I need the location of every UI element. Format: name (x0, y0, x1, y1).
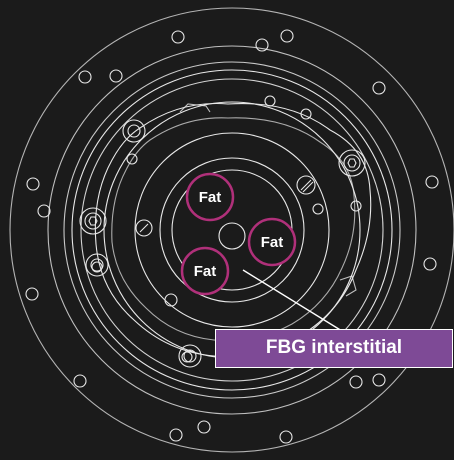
plate-notch-right (339, 275, 357, 297)
socket-screw-left (79, 207, 107, 235)
plate-notch-top (179, 103, 211, 113)
fat-marker-2: Fat (247, 217, 297, 267)
socket-screw-right (338, 149, 366, 177)
fat-marker-3: Fat (180, 246, 230, 296)
hub-screw-bottom-left (164, 293, 178, 307)
fbg-interstitial-callout: FBG interstitial (215, 329, 453, 368)
outer-flange-ring (9, 7, 454, 453)
housing-ring-inner (80, 78, 384, 382)
housing-ring (71, 69, 393, 391)
socket-screw-bottom (178, 344, 202, 368)
callout-leader-line (242, 269, 343, 332)
socket-screw-upper-left (122, 119, 146, 143)
fat-marker-1-label: Fat (199, 189, 222, 206)
fat-marker-2-label: Fat (261, 234, 284, 251)
center-bore (218, 222, 246, 250)
hub-screw-upper-right (296, 175, 316, 195)
housing-mounting-holes (91, 95, 362, 363)
flange-bolt-holes (25, 29, 439, 444)
housing-outer-ring (63, 61, 401, 399)
flange-inner-ring (47, 45, 417, 415)
socket-screw-lower-left (85, 253, 109, 277)
fat-marker-3-label: Fat (194, 263, 217, 280)
fat-marker-1: Fat (185, 172, 235, 222)
clamp-plate-inner-outline (111, 117, 356, 342)
hub-screw-right (312, 203, 324, 215)
bearing-ring-inner (134, 132, 330, 328)
hub-ring (159, 157, 305, 303)
hub-screw-left (135, 219, 153, 237)
